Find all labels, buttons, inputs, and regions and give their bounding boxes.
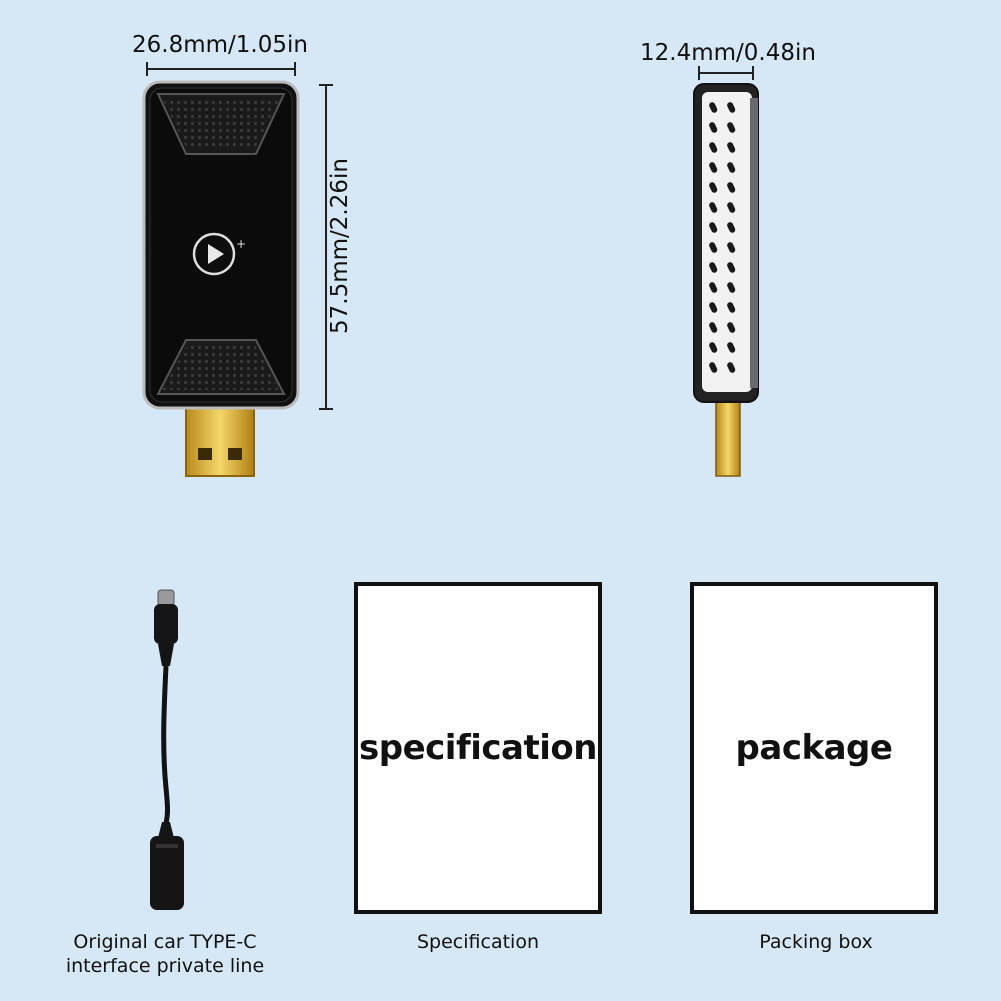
thickness-dimension-label: 12.4mm/0.48in	[640, 40, 816, 66]
specification-card: specification	[354, 582, 602, 914]
specification-caption: Specification	[417, 931, 539, 953]
height-dimension-label: 57.5mm/2.26in	[327, 158, 353, 334]
thickness-dimension-line	[698, 72, 754, 74]
package-card: package	[690, 582, 938, 914]
cable-caption-line1: Original car TYPE-C	[73, 931, 257, 953]
package-card-title: package	[735, 728, 893, 768]
packing-box-caption: Packing box	[759, 931, 873, 953]
play-plus-icon: +	[192, 232, 246, 276]
specification-card-title: specification	[359, 728, 597, 768]
svg-text:+: +	[236, 237, 246, 251]
width-dimension-label: 26.8mm/1.05in	[132, 32, 308, 58]
cable-caption-line2: interface private line	[65, 955, 265, 977]
width-dimension-line	[146, 68, 296, 70]
type-c-cable	[150, 589, 184, 910]
adapter-front-view: +	[142, 80, 300, 477]
cable-caption: Original car TYPE-C interface private li…	[30, 930, 300, 978]
height-dimension-line	[325, 84, 327, 410]
adapter-side-view	[693, 83, 759, 477]
